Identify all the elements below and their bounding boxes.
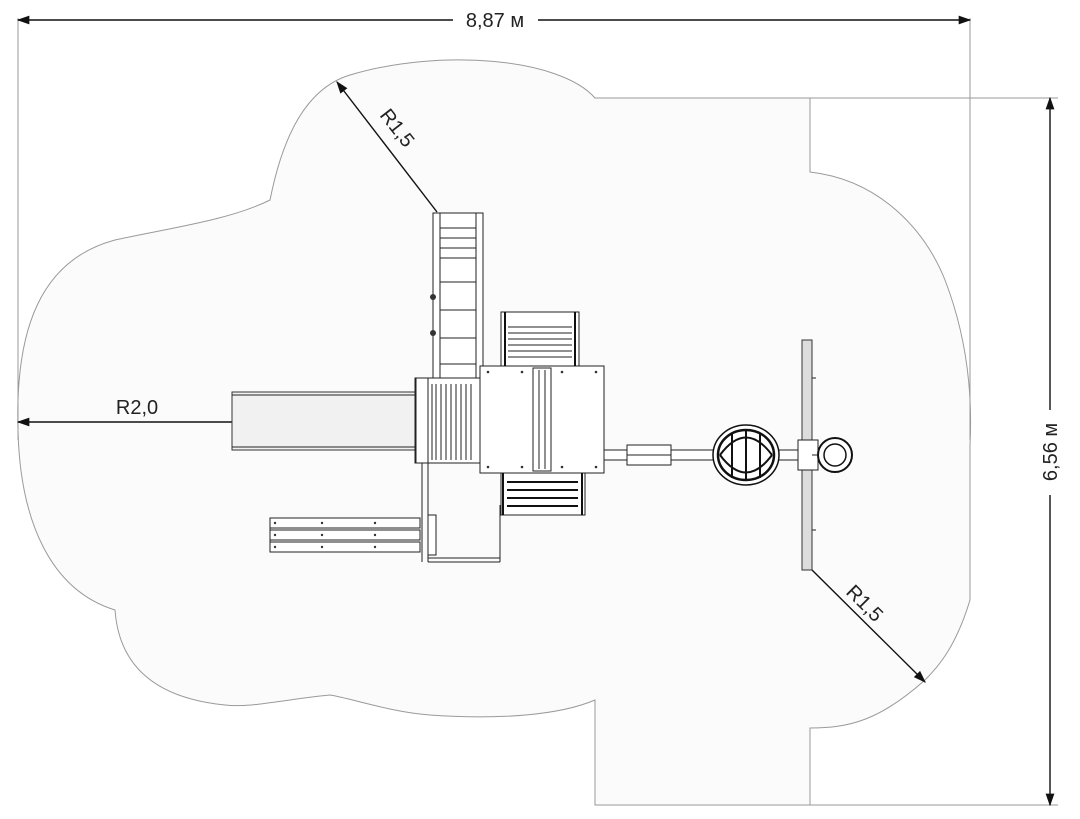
height-label: 6,56 м	[1040, 423, 1062, 481]
slide	[231, 391, 421, 451]
left-platform	[414, 377, 481, 562]
upper-stairs	[500, 311, 580, 367]
ring-seat	[812, 437, 853, 473]
width-label: 8,87 м	[466, 10, 524, 32]
main-tower-roof	[479, 365, 605, 474]
lower-stairs	[500, 472, 586, 516]
height-dimension: 6,56 м	[1040, 96, 1062, 807]
climbing-ladder	[430, 212, 484, 379]
radius-left-label: R2,0	[116, 397, 158, 419]
radius-left: R2,0	[16, 397, 232, 427]
nest-swing	[712, 424, 780, 486]
bridge-beam	[603, 444, 820, 466]
width-dimension: 8,87 м	[16, 10, 972, 32]
bench	[269, 517, 421, 553]
lower-frame	[428, 505, 501, 563]
